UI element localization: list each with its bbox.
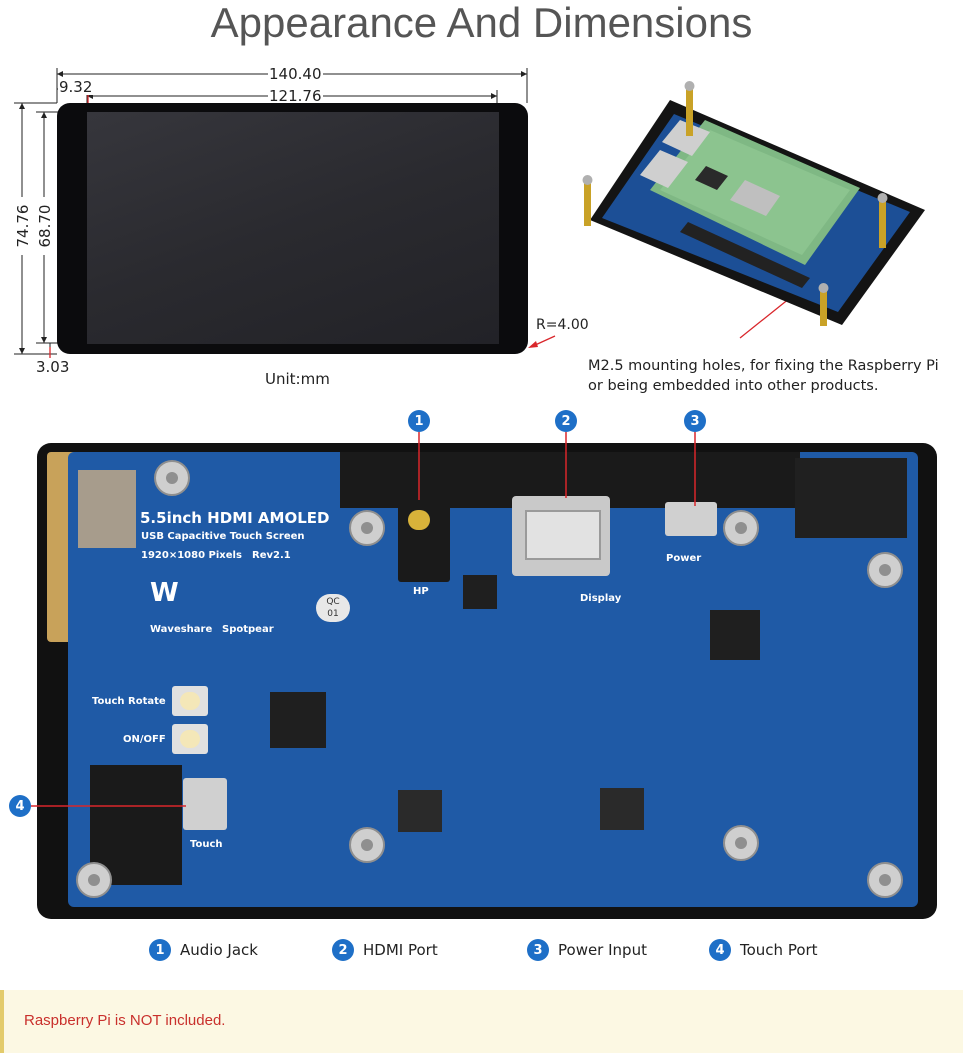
display-glass: [87, 112, 499, 344]
brand1-label: Waveshare: [150, 624, 213, 635]
page-title: Appearance And Dimensions: [210, 0, 753, 46]
legend-number: 4: [709, 939, 731, 961]
regulator-chip: [398, 790, 442, 832]
corner-radius-label: R=4.00: [536, 317, 589, 333]
mounting-note: M2.5 mounting holes, for fixing the Rasp…: [588, 356, 939, 396]
product-subtitle: USB Capacitive Touch Screen: [141, 531, 305, 542]
touch-area-tape: [90, 765, 182, 885]
onoff-label: ON/OFF: [123, 734, 166, 745]
notice-text: Raspberry Pi is NOT included.: [24, 1012, 226, 1029]
flex-connector: [78, 470, 136, 548]
brand2-label: Spotpear: [222, 624, 274, 635]
legend-number: 3: [527, 939, 549, 961]
qc-text: QC: [326, 597, 340, 607]
notice-banner: Raspberry Pi is NOT included.: [0, 990, 963, 1053]
touch-usb-port: [183, 778, 227, 830]
raspberry-pi-mounted-illustration: [582, 81, 925, 326]
power-usb-port: [665, 502, 717, 536]
legend-number: 1: [149, 939, 171, 961]
black-pad: [795, 458, 907, 538]
resolution-label: 1920×1080 Pixels: [141, 550, 242, 561]
overall-width-label: 140.40: [268, 65, 323, 83]
legend-item-power-input: 3 Power Input: [527, 938, 647, 962]
revision-label: Rev2.1: [252, 550, 291, 561]
legend-label: HDMI Port: [363, 941, 438, 959]
legend-number: 2: [332, 939, 354, 961]
legend-label: Power Input: [558, 941, 647, 959]
pcb-board: [68, 452, 918, 907]
screen-front-view: [57, 103, 528, 354]
touch-rotate-button-cap: [180, 692, 200, 710]
hdmi-port-inner: [525, 510, 601, 560]
legend-label: Touch Port: [740, 941, 818, 959]
mounting-note-line2: or being embedded into other products.: [588, 378, 879, 394]
touch-rotate-label: Touch Rotate: [92, 696, 166, 707]
audio-jack-hole: [408, 510, 430, 530]
controller-chip: [270, 692, 326, 748]
callout-2: 2: [555, 410, 577, 432]
qc-sticker: QC 01: [316, 594, 350, 622]
bottom-border-label: 3.03: [35, 358, 71, 376]
hp-label: HP: [413, 586, 429, 597]
mounting-note-line1: M2.5 mounting holes, for fixing the Rasp…: [588, 358, 939, 374]
touch-label: Touch: [190, 839, 223, 850]
mounting-holes: [31, 432, 903, 898]
display-width-label: 121.76: [268, 87, 323, 105]
unit-label: Unit:mm: [265, 370, 330, 388]
regulator-chip-2: [600, 788, 644, 830]
callout-3: 3: [684, 410, 706, 432]
legend-item-audio-jack: 1 Audio Jack: [149, 938, 258, 962]
left-border-label: 9.32: [58, 78, 94, 96]
onoff-button-cap: [180, 730, 200, 748]
display-label: Display: [580, 593, 622, 604]
callout-4: 4: [9, 795, 31, 817]
bridge-chip: [710, 610, 760, 660]
product-name: 5.5inch HDMI AMOLED: [140, 509, 330, 527]
legend-label: Audio Jack: [180, 941, 258, 959]
qc-number: 01: [327, 609, 339, 619]
power-label: Power: [666, 553, 702, 564]
small-chip: [463, 575, 497, 609]
legend-item-hdmi-port: 2 HDMI Port: [332, 938, 438, 962]
legend-item-touch-port: 4 Touch Port: [709, 938, 818, 962]
waveshare-logo: W: [150, 578, 179, 608]
callout-1: 1: [408, 410, 430, 432]
